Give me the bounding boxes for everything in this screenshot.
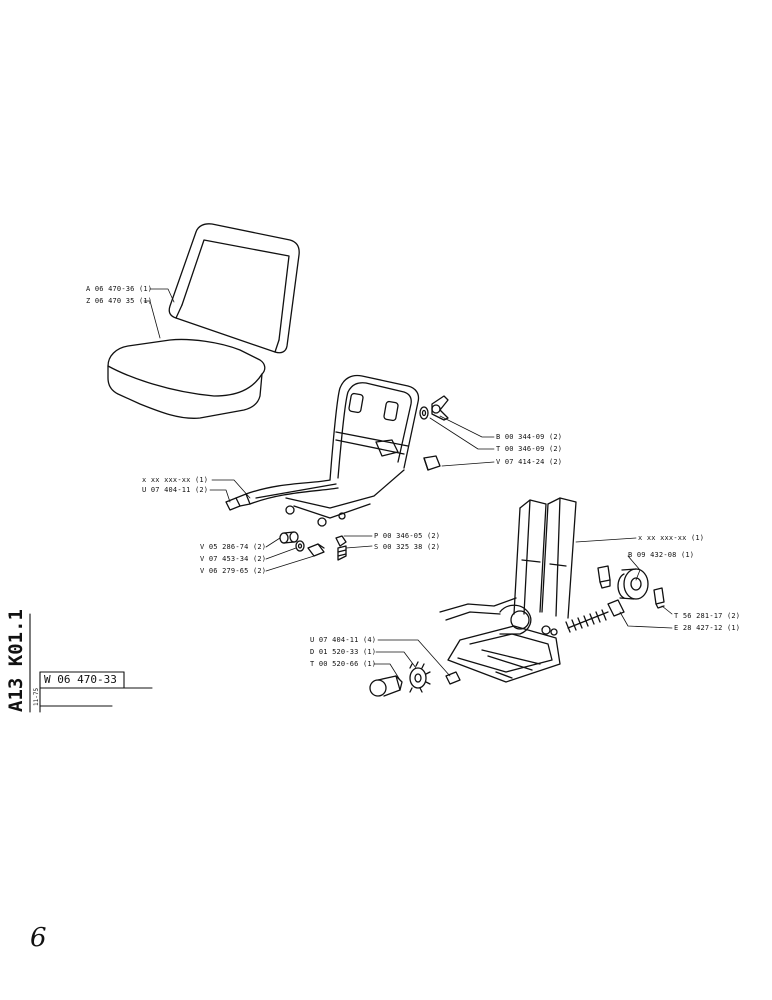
screw (337, 545, 347, 561)
pin (335, 535, 347, 547)
gear (409, 661, 431, 693)
title-block-lines (29, 613, 153, 713)
callout-base-cap: U 07 404-11 (4) (310, 636, 377, 644)
leader-lines (143, 288, 673, 681)
callout-seat-back: A 06 470-36 (1) (86, 285, 153, 293)
sheet-date: 11-75 (33, 687, 40, 706)
seat-frame (245, 374, 420, 527)
callout-bushing: V 07 453-34 (2) (200, 555, 267, 563)
callout-frame-cap: U 07 404-11 (2) (142, 486, 209, 494)
callout-knob: T 00 520-66 (1) (310, 660, 377, 668)
wing-nut (431, 395, 449, 421)
callout-clip: T 56 281-17 (2) (674, 612, 741, 620)
callout-washer: T 00 346-09 (2) (496, 445, 563, 453)
rubber-block (423, 455, 441, 471)
seat-cushion (107, 338, 266, 419)
frame-cap (225, 493, 251, 511)
bolt (307, 543, 325, 557)
knob (369, 675, 403, 697)
spring (565, 599, 625, 633)
sheet-code: A13 K01.1 (5, 609, 27, 712)
callout-bolt: V 06 279-65 (2) (200, 567, 267, 575)
callout-suspension: x xx xxx-xx (1) (638, 534, 705, 542)
washer (419, 406, 429, 420)
suspension-unit (439, 497, 577, 683)
callout-rubber-block: V 07 414-24 (2) (496, 458, 563, 466)
callout-gear: D 01 520-33 (1) (310, 648, 377, 656)
callout-spacer: V 05 286-74 (2) (200, 543, 267, 551)
spacer (279, 531, 299, 544)
seat-back-cushion (168, 223, 300, 354)
bushing (295, 540, 305, 552)
drawing-number: W 06 470-33 (44, 673, 117, 686)
callout-pin: P 00 346-05 (2) (374, 532, 441, 540)
callout-adjuster: B 09 432-08 (1) (628, 551, 695, 559)
callout-wing-nut: B 00 344-09 (2) (496, 433, 563, 441)
callout-spring: E 28 427-12 (1) (674, 624, 741, 632)
callout-frame: x xx xxx-xx (1) (142, 476, 209, 484)
callout-screw: S 00 325 38 (2) (374, 543, 441, 551)
page-mark: 6 (30, 923, 47, 953)
base-cap (445, 671, 461, 685)
adjuster (617, 568, 649, 600)
clip (597, 565, 665, 609)
callout-seat-cushion: Z 06 470 35 (1) (86, 297, 153, 305)
